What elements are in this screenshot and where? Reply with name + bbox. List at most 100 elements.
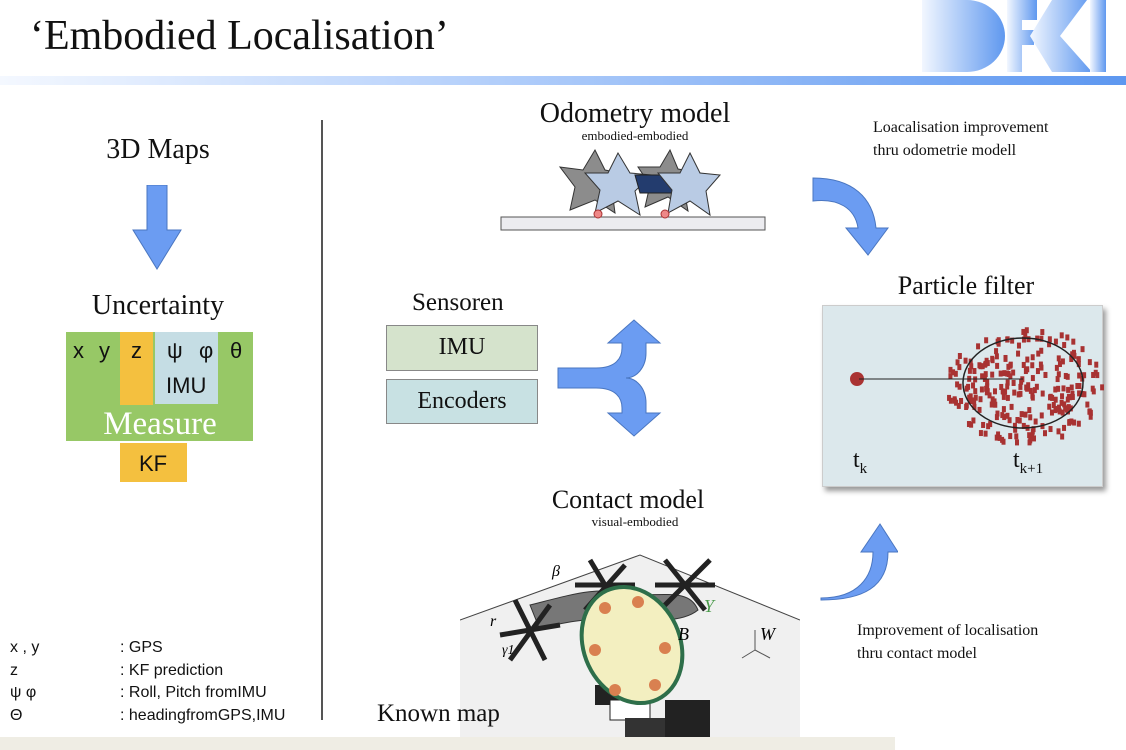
note-line: Improvement of localisation <box>857 622 1039 639</box>
particle <box>966 421 971 428</box>
particle <box>1050 394 1055 401</box>
particle <box>967 394 972 401</box>
particle <box>1100 384 1105 391</box>
particle <box>1080 346 1085 353</box>
particle <box>1087 408 1092 415</box>
particle <box>1001 406 1006 413</box>
particle <box>981 421 986 428</box>
particle <box>1071 338 1076 345</box>
particle <box>1000 436 1005 443</box>
particle <box>1060 393 1065 400</box>
particle <box>1014 433 1019 440</box>
particle <box>1040 329 1045 336</box>
maps-label: 3D Maps <box>106 134 210 165</box>
var-y: y <box>99 338 110 363</box>
particle <box>988 421 993 428</box>
particle <box>985 379 990 386</box>
odometry-illustration <box>500 148 766 231</box>
particle <box>1030 375 1035 382</box>
particle <box>994 353 999 360</box>
particle <box>1077 372 1082 379</box>
particle <box>1030 362 1035 369</box>
curved-arrow-icon <box>812 177 889 256</box>
particle <box>1065 334 1070 341</box>
note-line: thru odometrie modell <box>873 142 1017 159</box>
particle <box>1000 388 1005 395</box>
particle <box>964 385 969 392</box>
particle <box>1016 350 1021 357</box>
particle <box>1027 432 1032 439</box>
particle <box>1053 396 1058 403</box>
particle-filter-title: Particle filter <box>897 271 1035 300</box>
legend-desc: : GPS <box>120 639 163 656</box>
particle <box>1026 336 1031 343</box>
particle <box>964 402 969 409</box>
particle <box>997 434 1002 441</box>
encoders-box: Encoders <box>386 379 538 424</box>
particle <box>1018 390 1023 397</box>
particle <box>1034 383 1039 390</box>
particle <box>1068 405 1073 412</box>
particle <box>994 414 999 421</box>
particle-filter-image: tk tk+1 <box>822 305 1105 487</box>
particle <box>1024 384 1029 391</box>
particle <box>998 370 1003 377</box>
var-psi: ψ <box>167 338 183 363</box>
particle <box>985 383 990 390</box>
legend-desc: : KF prediction <box>120 661 224 679</box>
particle <box>1008 433 1013 440</box>
particle <box>1082 391 1087 398</box>
particle <box>1021 336 1026 343</box>
particle <box>1072 419 1077 426</box>
legend-desc: : Roll, Pitch fromIMU <box>120 684 267 701</box>
particle <box>1015 416 1020 423</box>
particle <box>1091 371 1096 378</box>
particle <box>1054 364 1059 371</box>
particle <box>1028 387 1033 394</box>
t-sub: k <box>859 460 868 477</box>
gamma-label: γ1 <box>502 643 515 658</box>
particle <box>970 397 975 404</box>
particle-plot <box>850 327 1105 446</box>
kf-block <box>120 443 187 482</box>
particle <box>993 401 998 408</box>
particle <box>1021 361 1026 368</box>
particle <box>990 371 995 378</box>
particle <box>1047 403 1052 410</box>
particle <box>1057 408 1062 415</box>
particle <box>1038 361 1043 368</box>
particle <box>967 367 972 374</box>
particle <box>1048 394 1053 401</box>
particle <box>957 383 962 390</box>
particle <box>994 434 999 441</box>
particle <box>968 398 973 405</box>
legend-symbol: x , y <box>10 639 40 656</box>
contact-subtitle: visual-embodied <box>591 514 679 529</box>
down-arrow-icon <box>132 185 182 270</box>
z-block <box>120 332 153 405</box>
particle <box>976 343 981 350</box>
var-x: x <box>73 338 84 363</box>
particle <box>953 370 958 377</box>
particle <box>1009 403 1014 410</box>
particle <box>1033 418 1038 425</box>
particle <box>955 359 960 366</box>
particle <box>1070 393 1075 400</box>
particle <box>1069 384 1074 391</box>
particle <box>955 381 960 388</box>
particle <box>1015 439 1020 446</box>
imu-box: IMU <box>386 325 538 371</box>
particle <box>1024 327 1029 334</box>
particle <box>1028 437 1033 444</box>
particle <box>1070 390 1075 397</box>
particle <box>985 388 990 395</box>
particle <box>1067 394 1072 401</box>
particle <box>1056 385 1061 392</box>
particle <box>996 431 1001 438</box>
particle <box>1057 361 1062 368</box>
particle <box>1023 411 1028 418</box>
var-theta: θ <box>230 338 243 363</box>
particle <box>1066 386 1071 393</box>
particle <box>972 368 977 375</box>
particle <box>957 352 962 359</box>
